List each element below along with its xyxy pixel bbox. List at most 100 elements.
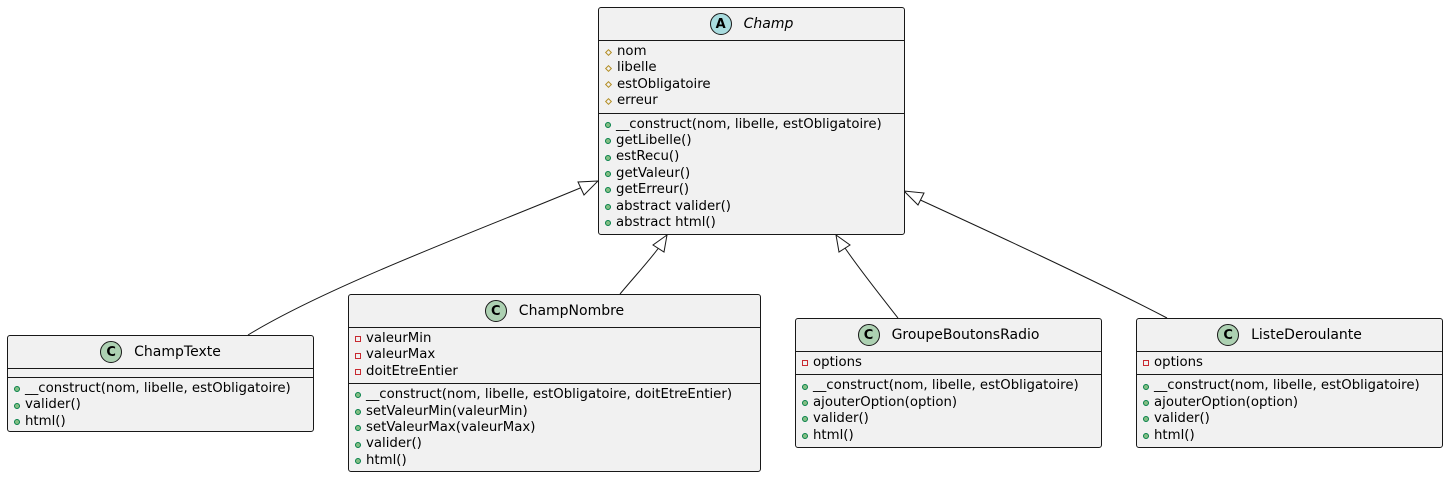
method-row: html() xyxy=(355,453,760,469)
public-icon xyxy=(1143,383,1149,390)
field-label: valeurMax xyxy=(366,347,436,363)
class-icon: C xyxy=(857,324,880,346)
method-row: html() xyxy=(1143,428,1442,444)
class-icon: C xyxy=(100,341,123,363)
method-row: valider() xyxy=(802,411,1101,427)
public-icon xyxy=(802,399,808,406)
public-icon xyxy=(1143,432,1149,439)
method-label: valider() xyxy=(1154,411,1210,427)
public-icon xyxy=(14,418,20,425)
field-label: options xyxy=(813,355,862,370)
class-header: C ChampNombre xyxy=(349,295,760,328)
method-row: valider() xyxy=(355,436,760,452)
protected-icon xyxy=(604,48,613,56)
public-icon xyxy=(605,138,611,145)
class-icon: C xyxy=(484,300,507,322)
public-icon xyxy=(802,383,808,390)
field-row: options xyxy=(1143,355,1442,371)
method-row: getErreur() xyxy=(605,182,904,198)
private-icon xyxy=(355,336,361,343)
method-row: getLibelle() xyxy=(605,133,904,149)
method-row: ajouterOption(option) xyxy=(802,395,1101,411)
method-row: __construct(nom, libelle, estObligatoire… xyxy=(1143,378,1442,394)
class-champtexte: C ChampTexte __construct(nom, libelle, e… xyxy=(7,335,314,432)
class-header: C ListeDeroulante xyxy=(1137,319,1442,352)
private-icon xyxy=(1143,360,1149,367)
class-groupeboutonsradio: C GroupeBoutonsRadio options __construct… xyxy=(795,318,1102,448)
public-icon xyxy=(355,392,361,399)
method-label: setValeurMin(valeurMin) xyxy=(366,403,528,419)
field-row: doitEtreEntier xyxy=(355,364,760,380)
method-row: __construct(nom, libelle, estObligatoire… xyxy=(605,117,904,133)
method-label: __construct(nom, libelle, estObligatoire… xyxy=(813,378,1079,394)
method-label: __construct(nom, libelle, estObligatoire… xyxy=(616,116,882,132)
field-row: estObligatoire xyxy=(604,76,904,93)
protected-icon xyxy=(604,81,613,89)
field-label: doitEtreEntier xyxy=(366,363,458,379)
fields-section: options xyxy=(796,352,1101,376)
methods-section: __construct(nom, libelle, estObligatoire… xyxy=(1137,375,1442,447)
method-label: __construct(nom, libelle, estObligatoire… xyxy=(25,381,291,396)
method-label: estRecu() xyxy=(616,149,680,165)
field-row: libelle xyxy=(604,60,904,76)
private-icon xyxy=(355,352,361,359)
arrowhead-groupeboutonsradio xyxy=(835,233,851,253)
public-icon xyxy=(14,386,20,393)
field-row: valeurMin xyxy=(355,331,760,347)
arrowhead-champtexte xyxy=(577,180,600,196)
public-icon xyxy=(802,432,808,439)
method-row: abstract html() xyxy=(605,215,904,231)
public-icon xyxy=(605,187,611,194)
class-header: C ChampTexte xyxy=(8,336,313,369)
public-icon xyxy=(1143,399,1149,406)
public-icon xyxy=(1143,416,1149,423)
public-icon xyxy=(605,170,611,177)
private-icon xyxy=(355,368,361,375)
method-label: html() xyxy=(813,427,854,443)
field-label: estObligatoire xyxy=(617,76,711,92)
method-label: html() xyxy=(366,452,407,468)
method-row: estRecu() xyxy=(605,149,904,165)
field-row: nom xyxy=(604,44,904,60)
class-name: Champ xyxy=(743,16,794,32)
method-row: abstract valider() xyxy=(605,199,904,215)
protected-icon xyxy=(604,65,613,73)
methods-section: __construct(nom, libelle, estObligatoire… xyxy=(349,384,760,472)
fields-section: nom libelle estObligatoire erreur xyxy=(599,41,904,114)
public-icon xyxy=(605,154,611,161)
edge-champtexte-to-champ xyxy=(247,185,586,336)
method-row: __construct(nom, libelle, estObligatoire… xyxy=(802,378,1101,394)
method-label: ajouterOption(option) xyxy=(813,394,958,410)
public-icon xyxy=(355,408,361,415)
method-label: ajouterOption(option) xyxy=(1154,394,1299,410)
method-label: setValeurMax(valeurMax) xyxy=(366,419,536,435)
class-header: C GroupeBoutonsRadio xyxy=(796,319,1101,352)
arrowhead-listederoulante xyxy=(902,190,925,206)
method-row: __construct(nom, libelle, estObligatoire… xyxy=(14,381,313,397)
method-row: ajouterOption(option) xyxy=(1143,395,1442,411)
field-label: options xyxy=(1154,355,1203,370)
methods-section: __construct(nom, libelle, estObligatoire… xyxy=(796,375,1101,447)
method-label: valider() xyxy=(366,436,422,452)
method-label: getValeur() xyxy=(616,165,691,181)
class-champ: A Champ nom libelle estObligatoire erreu… xyxy=(598,7,905,235)
field-label: nom xyxy=(617,44,647,59)
methods-section: __construct(nom, libelle, estObligatoire… xyxy=(599,114,904,235)
method-label: getErreur() xyxy=(616,182,690,198)
method-label: __construct(nom, libelle, estObligatoire… xyxy=(366,387,733,403)
arrowhead-champnombre xyxy=(652,233,668,253)
method-row: __construct(nom, libelle, estObligatoire… xyxy=(355,387,760,403)
method-row: setValeurMin(valeurMin) xyxy=(355,404,760,420)
class-listederoulante: C ListeDeroulante options __construct(no… xyxy=(1136,318,1443,448)
methods-section: __construct(nom, libelle, estObligatoire… xyxy=(8,378,313,433)
public-icon xyxy=(802,416,808,423)
public-icon xyxy=(605,121,611,128)
public-icon xyxy=(355,425,361,432)
method-label: valider() xyxy=(813,411,869,427)
class-name: ChampNombre xyxy=(518,303,625,319)
public-icon xyxy=(605,203,611,210)
method-label: valider() xyxy=(25,397,81,413)
private-icon xyxy=(802,360,808,367)
public-icon xyxy=(14,402,20,409)
